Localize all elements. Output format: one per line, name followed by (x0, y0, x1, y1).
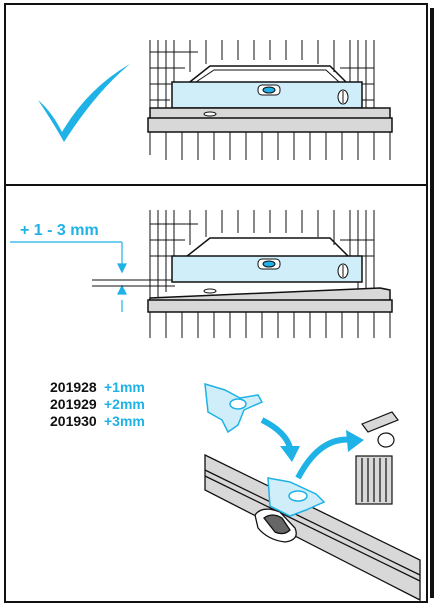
parts-list: 201928 +1mm 201929 +2mm 201930 +3mm (50, 379, 145, 429)
part-size: +2mm (104, 396, 145, 412)
trash-bin-icon (355, 411, 399, 505)
shim-piece-icon (204, 382, 264, 434)
dimension-indicator (10, 241, 127, 312)
part-size: +1mm (104, 379, 145, 395)
instruction-frame (4, 3, 428, 603)
adjustment-label: + 1 - 3 mm (20, 222, 99, 239)
scrollbar[interactable] (430, 8, 434, 598)
section-divider (4, 184, 428, 186)
part-code: 201928 (50, 379, 97, 395)
shower-enclosure-gap (147, 210, 393, 338)
profile-rail (204, 453, 421, 602)
curved-arrow-icon (260, 417, 364, 480)
part-size: +3mm (104, 413, 145, 429)
shower-enclosure-correct (147, 40, 393, 160)
shim-placed-icon (267, 477, 326, 517)
part-code: 201929 (50, 396, 97, 412)
checkmark-icon (38, 64, 130, 142)
part-code: 201930 (50, 413, 97, 429)
